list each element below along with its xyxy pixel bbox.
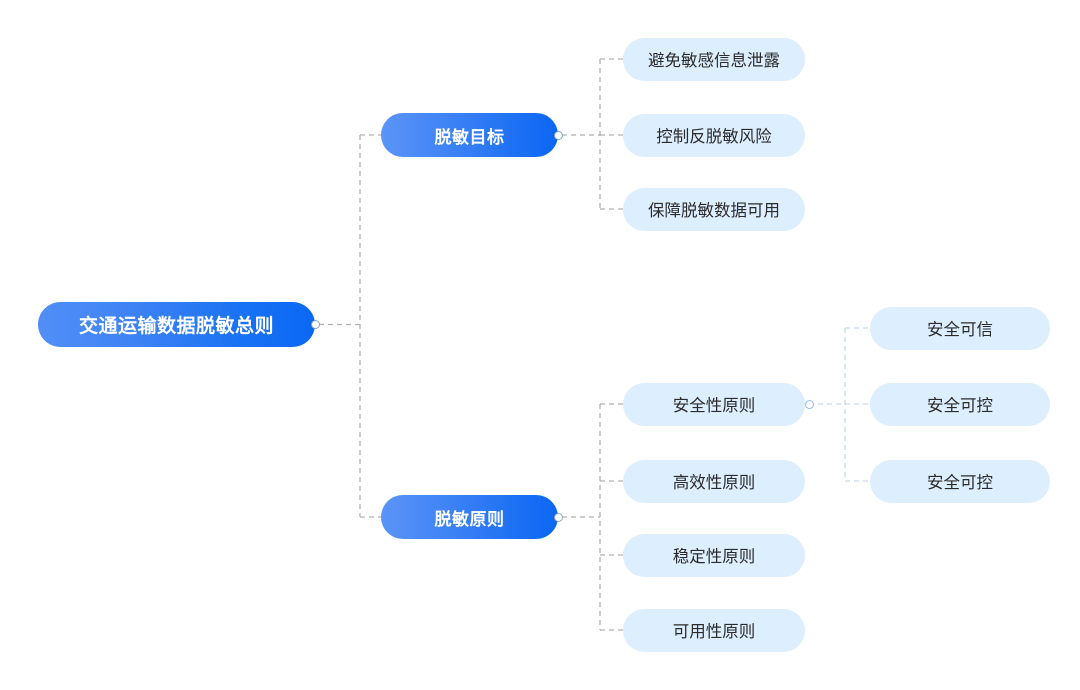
- node-leaf4-label: 安全可控: [927, 397, 993, 415]
- node-leaf-label: 安全性原则: [672, 397, 756, 415]
- node-availability-principle[interactable]: 可用性原则: [623, 608, 805, 652]
- node-branch-desensitization-goal[interactable]: 脱敏目标: [381, 113, 558, 157]
- node-leaf-label: 保障脱敏数据可用: [648, 202, 780, 220]
- node-control-reidentification-risk[interactable]: 控制反脱敏风险: [623, 113, 805, 157]
- node-efficiency-principle[interactable]: 高效性原则: [623, 459, 805, 503]
- node-leaf4-label: 安全可信: [927, 321, 993, 339]
- node-branch-desensitization-principle[interactable]: 脱敏原则: [381, 495, 558, 539]
- node-leaf4-label: 安全可控: [927, 474, 993, 492]
- anchor-branch-1[interactable]: [553, 130, 563, 140]
- node-root[interactable]: 交通运输数据脱敏总则: [38, 302, 315, 347]
- node-leaf-label: 控制反脱敏风险: [656, 128, 772, 146]
- node-security-controllable-1[interactable]: 安全可控: [870, 382, 1050, 426]
- node-branch-2-label: 脱敏原则: [434, 509, 505, 529]
- anchor-branch-2[interactable]: [553, 512, 563, 522]
- node-leaf-label: 稳定性原则: [672, 548, 756, 566]
- node-leaf-label: 避免敏感信息泄露: [648, 52, 780, 70]
- node-branch-1-label: 脱敏目标: [434, 127, 505, 147]
- node-avoid-sensitive-info-leak[interactable]: 避免敏感信息泄露: [623, 37, 805, 81]
- node-security-controllable-2[interactable]: 安全可控: [870, 459, 1050, 503]
- node-root-label: 交通运输数据脱敏总则: [78, 316, 274, 337]
- node-stability-principle[interactable]: 稳定性原则: [623, 533, 805, 577]
- node-ensure-data-usability[interactable]: 保障脱敏数据可用: [623, 187, 805, 231]
- node-security-trusted[interactable]: 安全可信: [870, 306, 1050, 350]
- anchor-root[interactable]: [310, 320, 320, 329]
- node-security-principle[interactable]: 安全性原则: [623, 382, 805, 426]
- node-leaf-label: 可用性原则: [672, 623, 756, 641]
- anchor-security-principle[interactable]: [804, 399, 814, 409]
- node-leaf-label: 高效性原则: [672, 474, 756, 492]
